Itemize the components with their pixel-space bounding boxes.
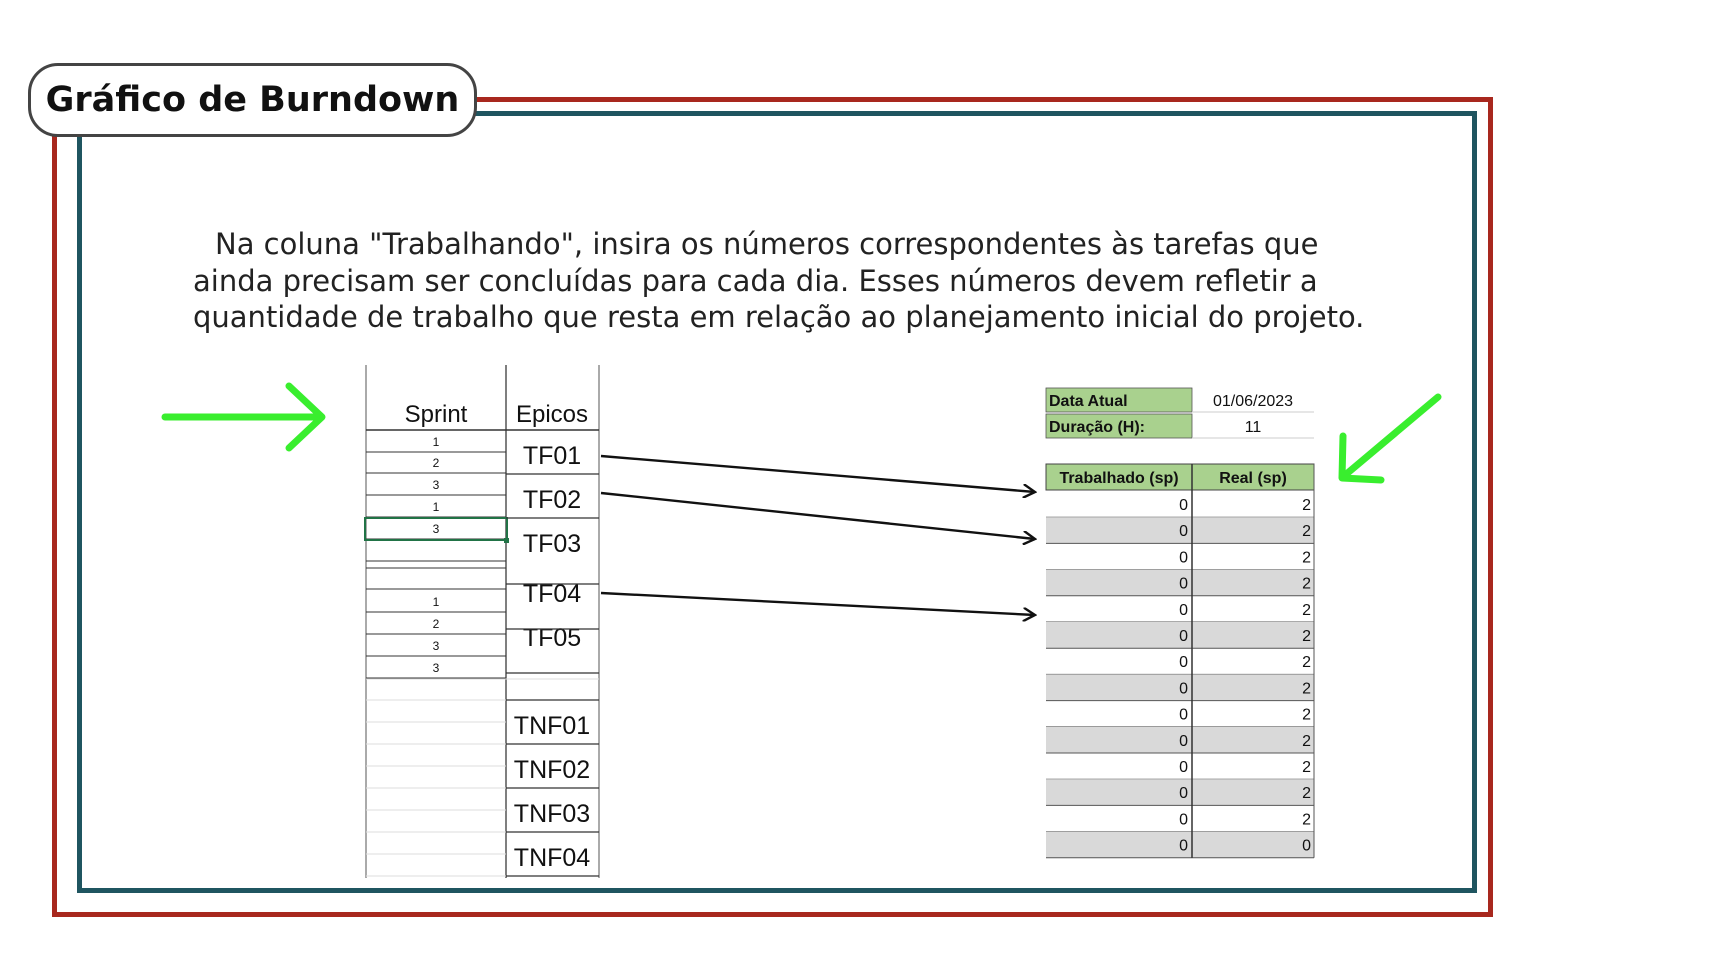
fill-handle[interactable] [504, 538, 509, 543]
trabalhado-cell[interactable]: 0 [1179, 811, 1188, 828]
row-band [1046, 622, 1314, 649]
sprint-cell[interactable]: 3 [433, 478, 440, 492]
real-cell[interactable]: 2 [1302, 497, 1311, 514]
trabalhado-cell[interactable]: 0 [1179, 549, 1188, 566]
row-band [1046, 831, 1314, 858]
sprint-cell[interactable]: 1 [433, 595, 440, 609]
real-cell[interactable]: 2 [1302, 811, 1311, 828]
header-epicos: Epicos [516, 401, 588, 428]
epico-cell[interactable]: TF03 [523, 530, 581, 558]
sprint-cell[interactable]: 1 [433, 435, 440, 449]
header-real: Real (sp) [1219, 470, 1287, 487]
real-cell[interactable]: 2 [1302, 707, 1311, 724]
tnf-epico-cell[interactable]: TNF04 [514, 844, 591, 872]
page-title: Gráfico de Burndown [28, 63, 477, 137]
green-arrow-down-left-icon [1338, 393, 1442, 484]
real-cell[interactable]: 2 [1302, 733, 1311, 750]
sprint-cell[interactable]: 3 [433, 639, 440, 653]
real-cell[interactable]: 2 [1302, 602, 1311, 619]
sprint-cell[interactable]: 2 [433, 617, 440, 631]
trabalhado-cell[interactable]: 0 [1179, 733, 1188, 750]
info-label: Duração (H): [1049, 419, 1145, 436]
real-cell[interactable]: 2 [1302, 549, 1311, 566]
info-label-cell [1045, 413, 1193, 439]
green-arrow-right-icon [161, 382, 326, 452]
tnf-epico-cell[interactable]: TNF02 [514, 756, 590, 784]
arrow-tf02 [600, 491, 1035, 539]
row-band [1046, 569, 1314, 596]
left-sheet: Sprint Epicos 1 2 3 1 3 1 2 3 3 TF01TF02TF03TF04TF0… [364, 365, 600, 878]
trabalhado-cell[interactable]: 0 [1179, 523, 1188, 540]
real-cell[interactable]: 2 [1302, 785, 1311, 802]
row-band [1046, 779, 1314, 806]
row-band [1046, 726, 1314, 753]
real-cell[interactable]: 2 [1302, 680, 1311, 697]
real-cell[interactable]: 0 [1302, 838, 1311, 855]
epico-cell[interactable]: TF05 [523, 624, 581, 652]
instruction-text: Na coluna "Trabalhando", insira os númer… [193, 226, 1403, 336]
sprint-cell[interactable]: 3 [433, 522, 440, 536]
trabalhado-cell[interactable]: 0 [1179, 628, 1188, 645]
trabalhado-cell[interactable]: 0 [1179, 576, 1188, 593]
selected-cell[interactable] [364, 517, 508, 541]
inner-frame [77, 111, 1477, 893]
sprint-cell[interactable]: 3 [433, 661, 440, 675]
trabalhado-cell[interactable]: 0 [1179, 654, 1188, 671]
info-value[interactable]: 11 [1245, 419, 1262, 436]
sprint-cell[interactable]: 1 [433, 500, 440, 514]
epico-cell[interactable]: TF02 [523, 486, 581, 514]
info-label-cell [1045, 387, 1193, 413]
outer-frame [52, 97, 1493, 917]
header-sprint: Sprint [405, 401, 468, 428]
info-value[interactable]: 01/06/2023 [1213, 393, 1293, 410]
trabalhado-cell[interactable]: 0 [1179, 785, 1188, 802]
real-cell[interactable]: 2 [1302, 523, 1311, 540]
real-cell[interactable]: 2 [1302, 654, 1311, 671]
trabalhado-cell[interactable]: 0 [1179, 602, 1188, 619]
real-cell[interactable]: 2 [1302, 628, 1311, 645]
header-real-cell [1191, 463, 1315, 491]
trabalhado-cell[interactable]: 0 [1179, 497, 1188, 514]
row-band [1046, 674, 1314, 701]
trabalhado-cell[interactable]: 0 [1179, 759, 1188, 776]
sprint-cell[interactable]: 2 [433, 456, 440, 470]
tnf-epico-cell[interactable]: TNF03 [514, 800, 590, 828]
arrow-tf01 [600, 454, 1035, 492]
tnf-epico-cell[interactable]: TNF01 [514, 712, 590, 740]
instruction-body: Na coluna "Trabalhando", insira os númer… [193, 227, 1365, 334]
trabalhado-cell[interactable]: 0 [1179, 680, 1188, 697]
real-cell[interactable]: 2 [1302, 759, 1311, 776]
row-band [1046, 517, 1314, 544]
epico-cell[interactable]: TF01 [523, 442, 581, 470]
info-label: Data Atual [1049, 393, 1128, 410]
trabalhado-cell[interactable]: 0 [1179, 838, 1188, 855]
header-trabalhado-cell [1045, 463, 1193, 491]
arrow-tf04 [600, 591, 1035, 615]
connector-arrows [600, 454, 1035, 615]
header-trabalhado: Trabalhado (sp) [1059, 470, 1178, 487]
epico-cell[interactable]: TF04 [523, 580, 581, 608]
real-cell[interactable]: 2 [1302, 576, 1311, 593]
trabalhado-cell[interactable]: 0 [1179, 707, 1188, 724]
